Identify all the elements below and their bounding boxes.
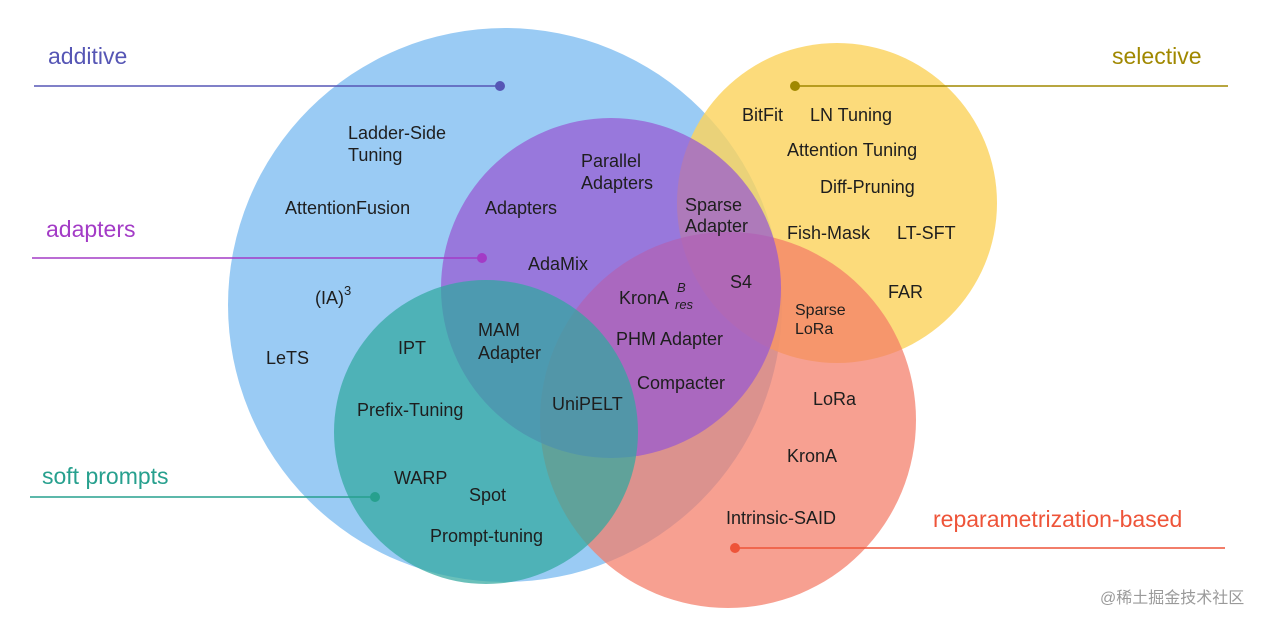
- soft-prompts-legend: soft prompts: [30, 463, 380, 502]
- method-ladder-side-tuning-line1: Ladder-Side: [348, 123, 446, 143]
- method-krona-res-superscript: B: [677, 280, 686, 295]
- method-attention-tuning: Attention Tuning: [787, 140, 917, 160]
- method-phm-adapter: PHM Adapter: [616, 329, 723, 349]
- method-parallel-adapters-line2: Adapters: [581, 173, 653, 193]
- method-lets: LeTS: [266, 348, 309, 368]
- method-ia3: (IA)3: [315, 283, 351, 308]
- method-adapters: Adapters: [485, 198, 557, 218]
- soft-prompts-label: soft prompts: [42, 463, 169, 489]
- additive-marker: [495, 81, 505, 91]
- method-intrinsic-said: Intrinsic-SAID: [726, 508, 836, 528]
- watermark: @稀土掘金技术社区: [1100, 589, 1244, 607]
- method-diff-pruning: Diff-Pruning: [820, 177, 915, 197]
- method-sparse-lora-line2: LoRa: [795, 321, 833, 338]
- method-sparse-lora-line1: Sparse: [795, 302, 846, 319]
- adapters-marker: [477, 253, 487, 263]
- additive-label: additive: [48, 43, 127, 69]
- method-unipelt: UniPELT: [552, 394, 623, 414]
- selective-legend: selective: [790, 43, 1228, 91]
- method-krona-res-base: KronA: [619, 288, 669, 308]
- method-krona-res-subscript: res: [675, 297, 694, 312]
- method-fish-mask: Fish-Mask: [787, 223, 871, 243]
- soft-prompts-circle: [334, 280, 638, 584]
- method-ia3-base: (IA): [315, 288, 344, 308]
- method-prompt-tuning: Prompt-tuning: [430, 526, 543, 546]
- soft-prompts-marker: [370, 492, 380, 502]
- reparametrization-marker: [730, 543, 740, 553]
- selective-label: selective: [1112, 43, 1201, 69]
- method-s4: S4: [730, 272, 752, 292]
- selective-marker: [790, 81, 800, 91]
- method-bitfit: BitFit: [742, 105, 783, 125]
- method-mam-adapter-line1: MAM: [478, 320, 520, 340]
- method-adamix: AdaMix: [528, 254, 588, 274]
- method-compacter: Compacter: [637, 373, 725, 393]
- method-warp: WARP: [394, 468, 447, 488]
- method-krona: KronA: [787, 446, 837, 466]
- method-lora: LoRa: [813, 389, 857, 409]
- method-spot: Spot: [469, 485, 506, 505]
- reparametrization-legend: reparametrization-based: [730, 506, 1225, 553]
- method-parallel-adapters-line1: Parallel: [581, 151, 641, 171]
- method-ia3-superscript: 3: [344, 283, 351, 298]
- method-ladder-side-tuning-line2: Tuning: [348, 145, 402, 165]
- method-prefix-tuning: Prefix-Tuning: [357, 400, 463, 420]
- method-far: FAR: [888, 282, 923, 302]
- adapters-legend: adapters: [32, 216, 487, 263]
- method-ln-tuning: LN Tuning: [810, 105, 892, 125]
- method-sparse-adapter-line2: Adapter: [685, 216, 748, 236]
- method-krona-res: KronA: [619, 288, 669, 308]
- reparametrization-label: reparametrization-based: [933, 506, 1182, 532]
- method-mam-adapter-line2: Adapter: [478, 343, 541, 363]
- method-lt-sft: LT-SFT: [897, 223, 956, 243]
- method-sparse-adapter-line1: Sparse: [685, 195, 742, 215]
- adapters-label: adapters: [46, 216, 136, 242]
- method-attention-fusion: AttentionFusion: [285, 198, 410, 218]
- method-ipt: IPT: [398, 338, 426, 358]
- additive-legend: additive: [34, 43, 505, 91]
